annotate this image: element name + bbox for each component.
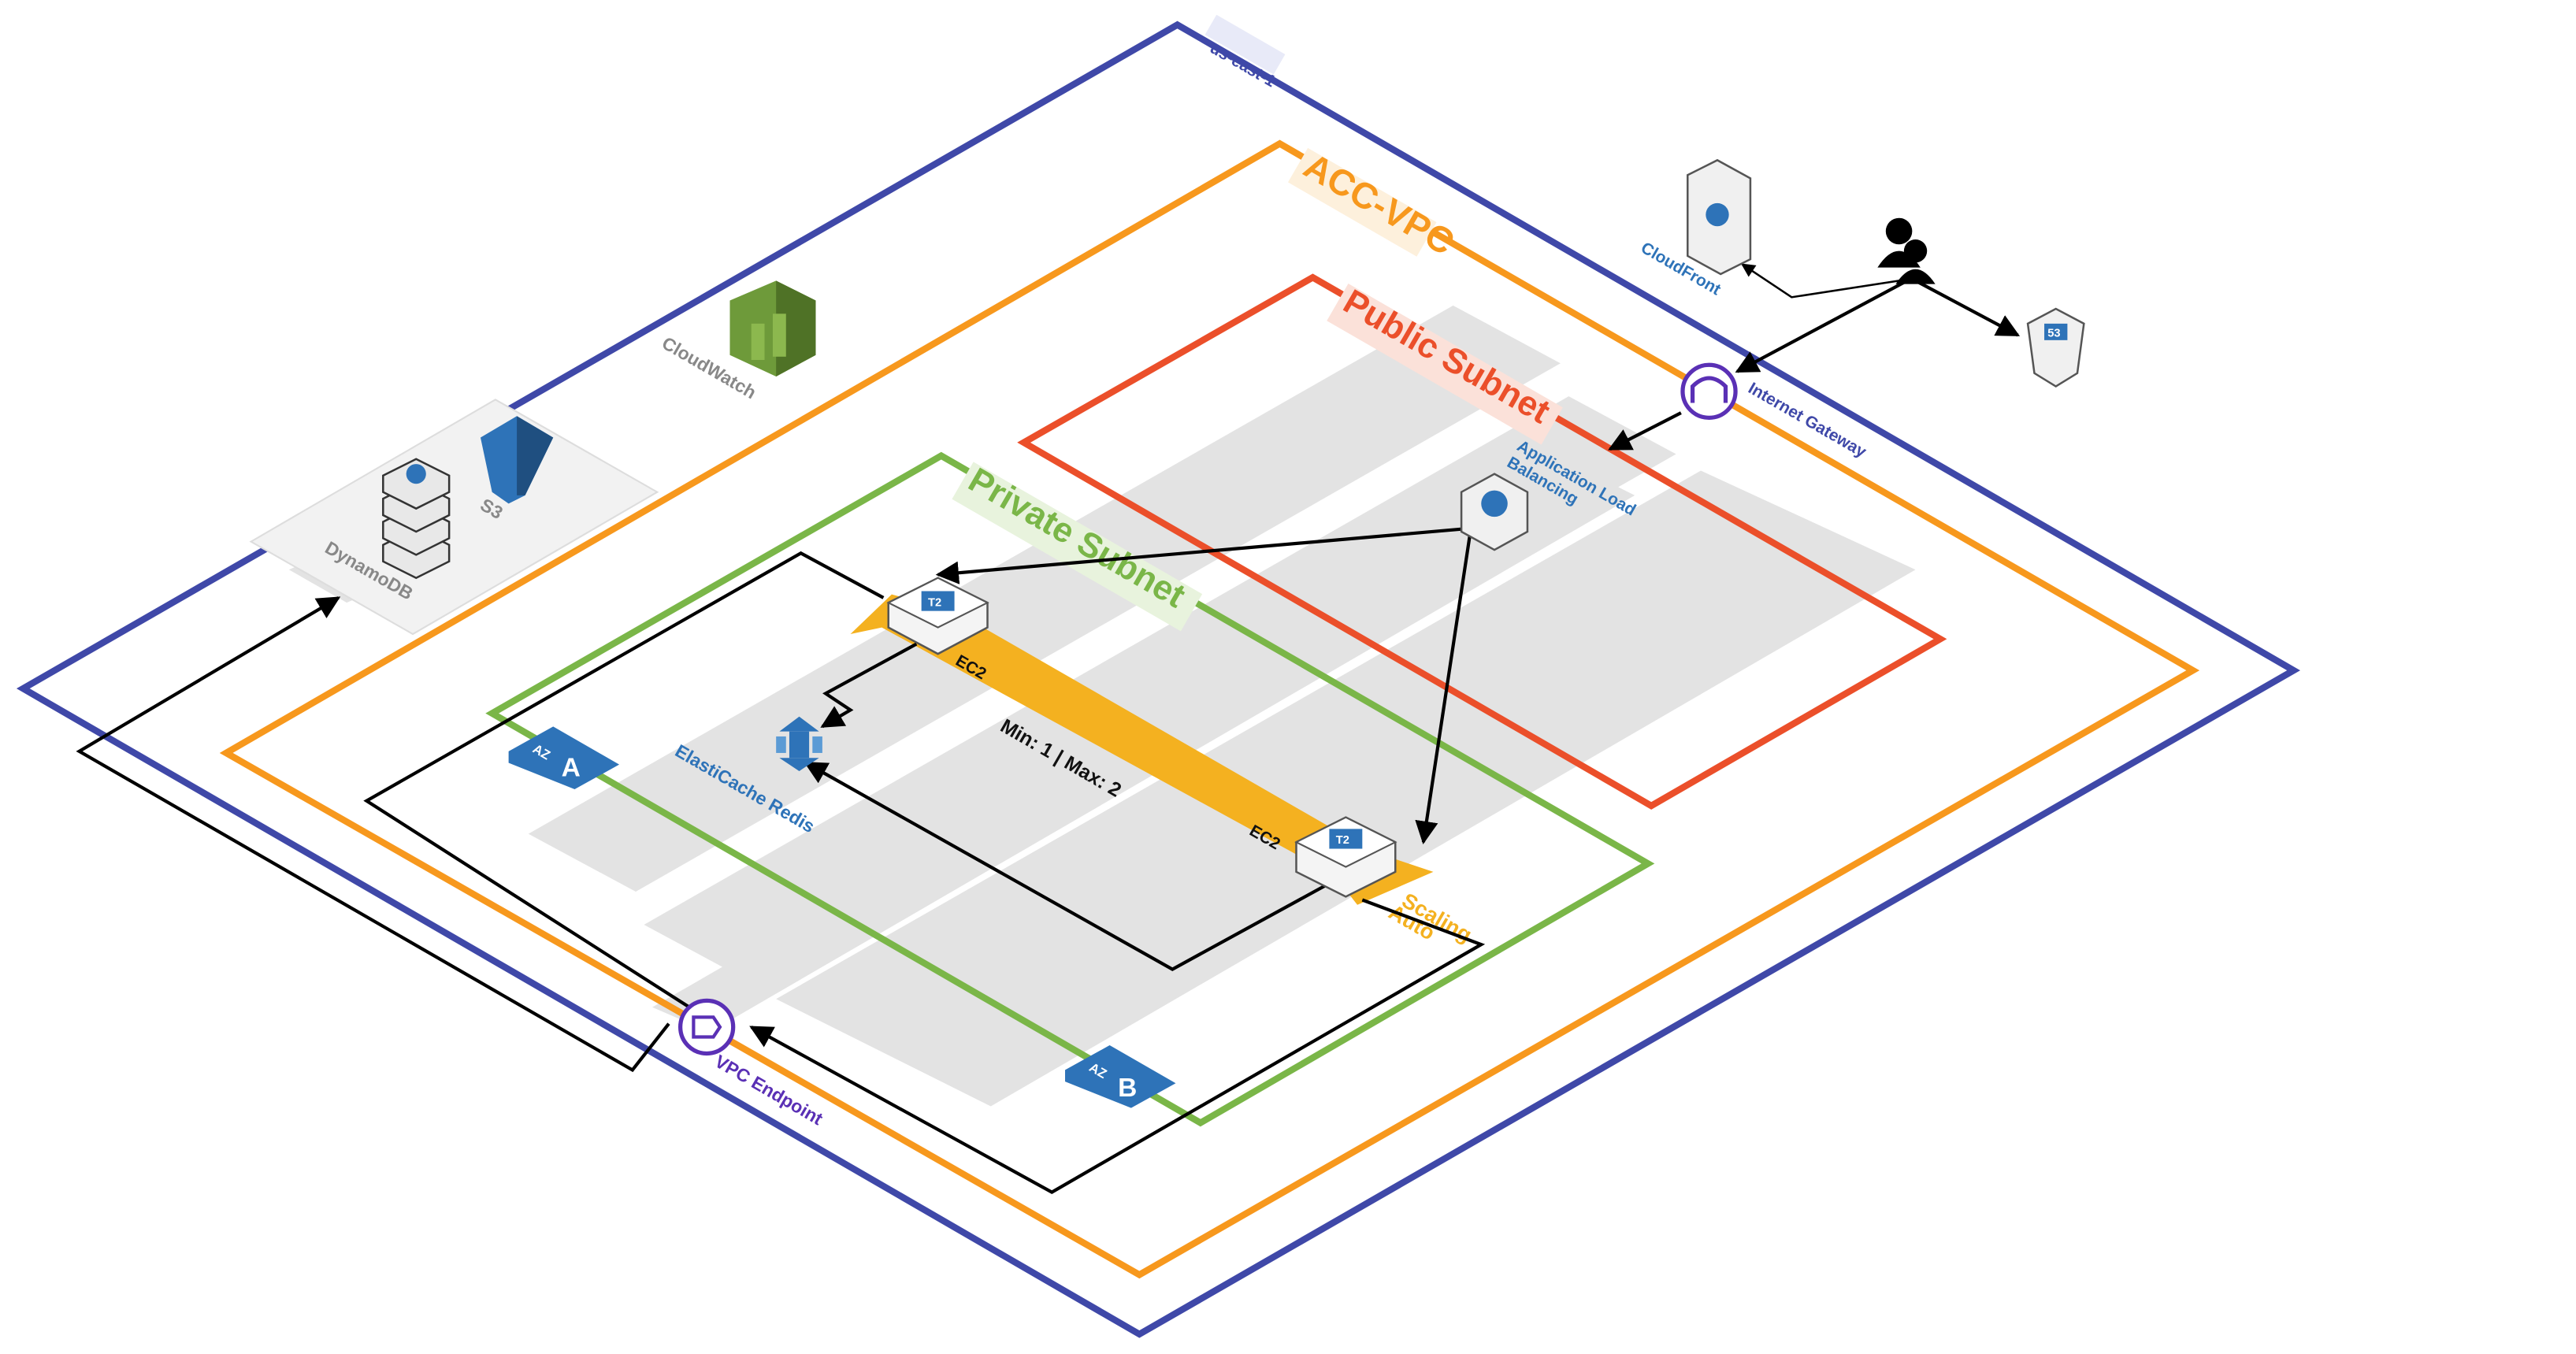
alb-icon — [1460, 473, 1529, 551]
private-subnet-boundary — [485, 451, 1655, 1127]
az-a-badge — [508, 726, 620, 790]
ec2-b-t2-label: T2 — [1336, 834, 1349, 847]
connections — [76, 263, 2021, 1194]
route53-icon — [2026, 307, 2085, 388]
region-label-bg — [1204, 14, 1286, 75]
s3-icon — [480, 416, 554, 504]
user-to-igw-arrow — [1735, 279, 1909, 373]
ec2a-to-endpoint-arrow — [363, 551, 885, 1022]
vpc-label-bg — [1288, 147, 1437, 257]
route53-label: 53 — [2047, 328, 2060, 340]
autoscaling-band — [850, 594, 1434, 905]
az-a-letter: A — [562, 753, 581, 782]
cloudfront-icon — [1687, 158, 1752, 276]
vpc-endpoint-icon — [677, 998, 736, 1056]
vpc-label: ACC-VPC — [1297, 145, 1461, 263]
vpc-boundary — [219, 139, 2200, 1279]
user-to-cloudfront-arrow — [1740, 263, 1899, 299]
dynamodb-icon — [382, 458, 451, 580]
public-subnet-label-bg — [1327, 284, 1563, 445]
ec2b-to-elasticache-arrow — [804, 761, 1331, 971]
region-boundary — [16, 20, 2300, 1338]
az-b-letter: B — [1118, 1074, 1137, 1103]
ec2-a-t2-label: T2 — [928, 596, 941, 609]
cloudwatch-icon — [729, 280, 816, 377]
ec2a-to-elasticache-arrow — [820, 642, 918, 729]
ec2-instance-a-icon — [886, 577, 989, 655]
ec2b-to-endpoint-arrow — [749, 898, 1486, 1194]
alb-to-ec2a-arrow — [935, 526, 1470, 584]
endpoint-to-dynamodb-arrow — [76, 596, 670, 1073]
az-b-badge — [1065, 1044, 1176, 1108]
elasticache-icon — [776, 716, 822, 771]
user-to-route53-arrow — [1914, 279, 2021, 337]
igw-to-alb-arrow — [1608, 411, 1682, 451]
private-subnet-label-bg — [952, 462, 1203, 632]
alb-to-ec2b-arrow — [1415, 536, 1472, 845]
users-icon — [1877, 217, 1936, 284]
public-subnet-boundary — [1017, 273, 1947, 810]
internet-gateway-icon — [1680, 362, 1738, 420]
ec2-instance-b-icon — [1294, 816, 1397, 898]
storage-group-box — [249, 399, 659, 636]
